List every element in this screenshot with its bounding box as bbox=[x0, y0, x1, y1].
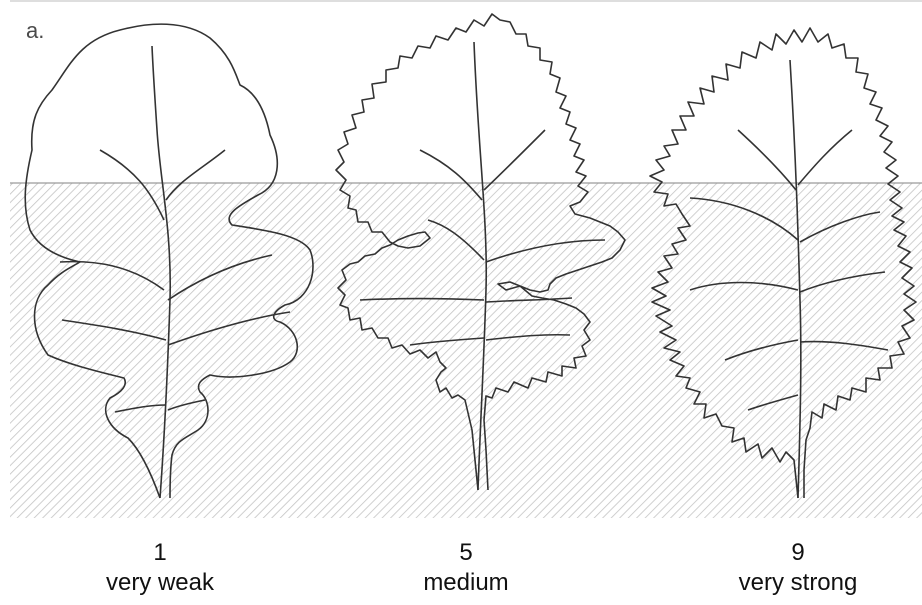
caption-medium: 5 medium bbox=[356, 538, 576, 598]
caption-very-weak: 1 very weak bbox=[50, 538, 270, 598]
vein bbox=[484, 130, 545, 190]
score-label: 5 bbox=[356, 538, 576, 568]
score-label: 9 bbox=[688, 538, 908, 568]
vein bbox=[738, 130, 796, 190]
caption-very-strong: 9 very strong bbox=[688, 538, 908, 598]
expression-label: very strong bbox=[688, 568, 908, 598]
vein bbox=[798, 130, 852, 185]
score-label: 1 bbox=[50, 538, 270, 568]
panel-label: a. bbox=[26, 18, 44, 44]
expression-label: very weak bbox=[50, 568, 270, 598]
expression-label: medium bbox=[356, 568, 576, 598]
